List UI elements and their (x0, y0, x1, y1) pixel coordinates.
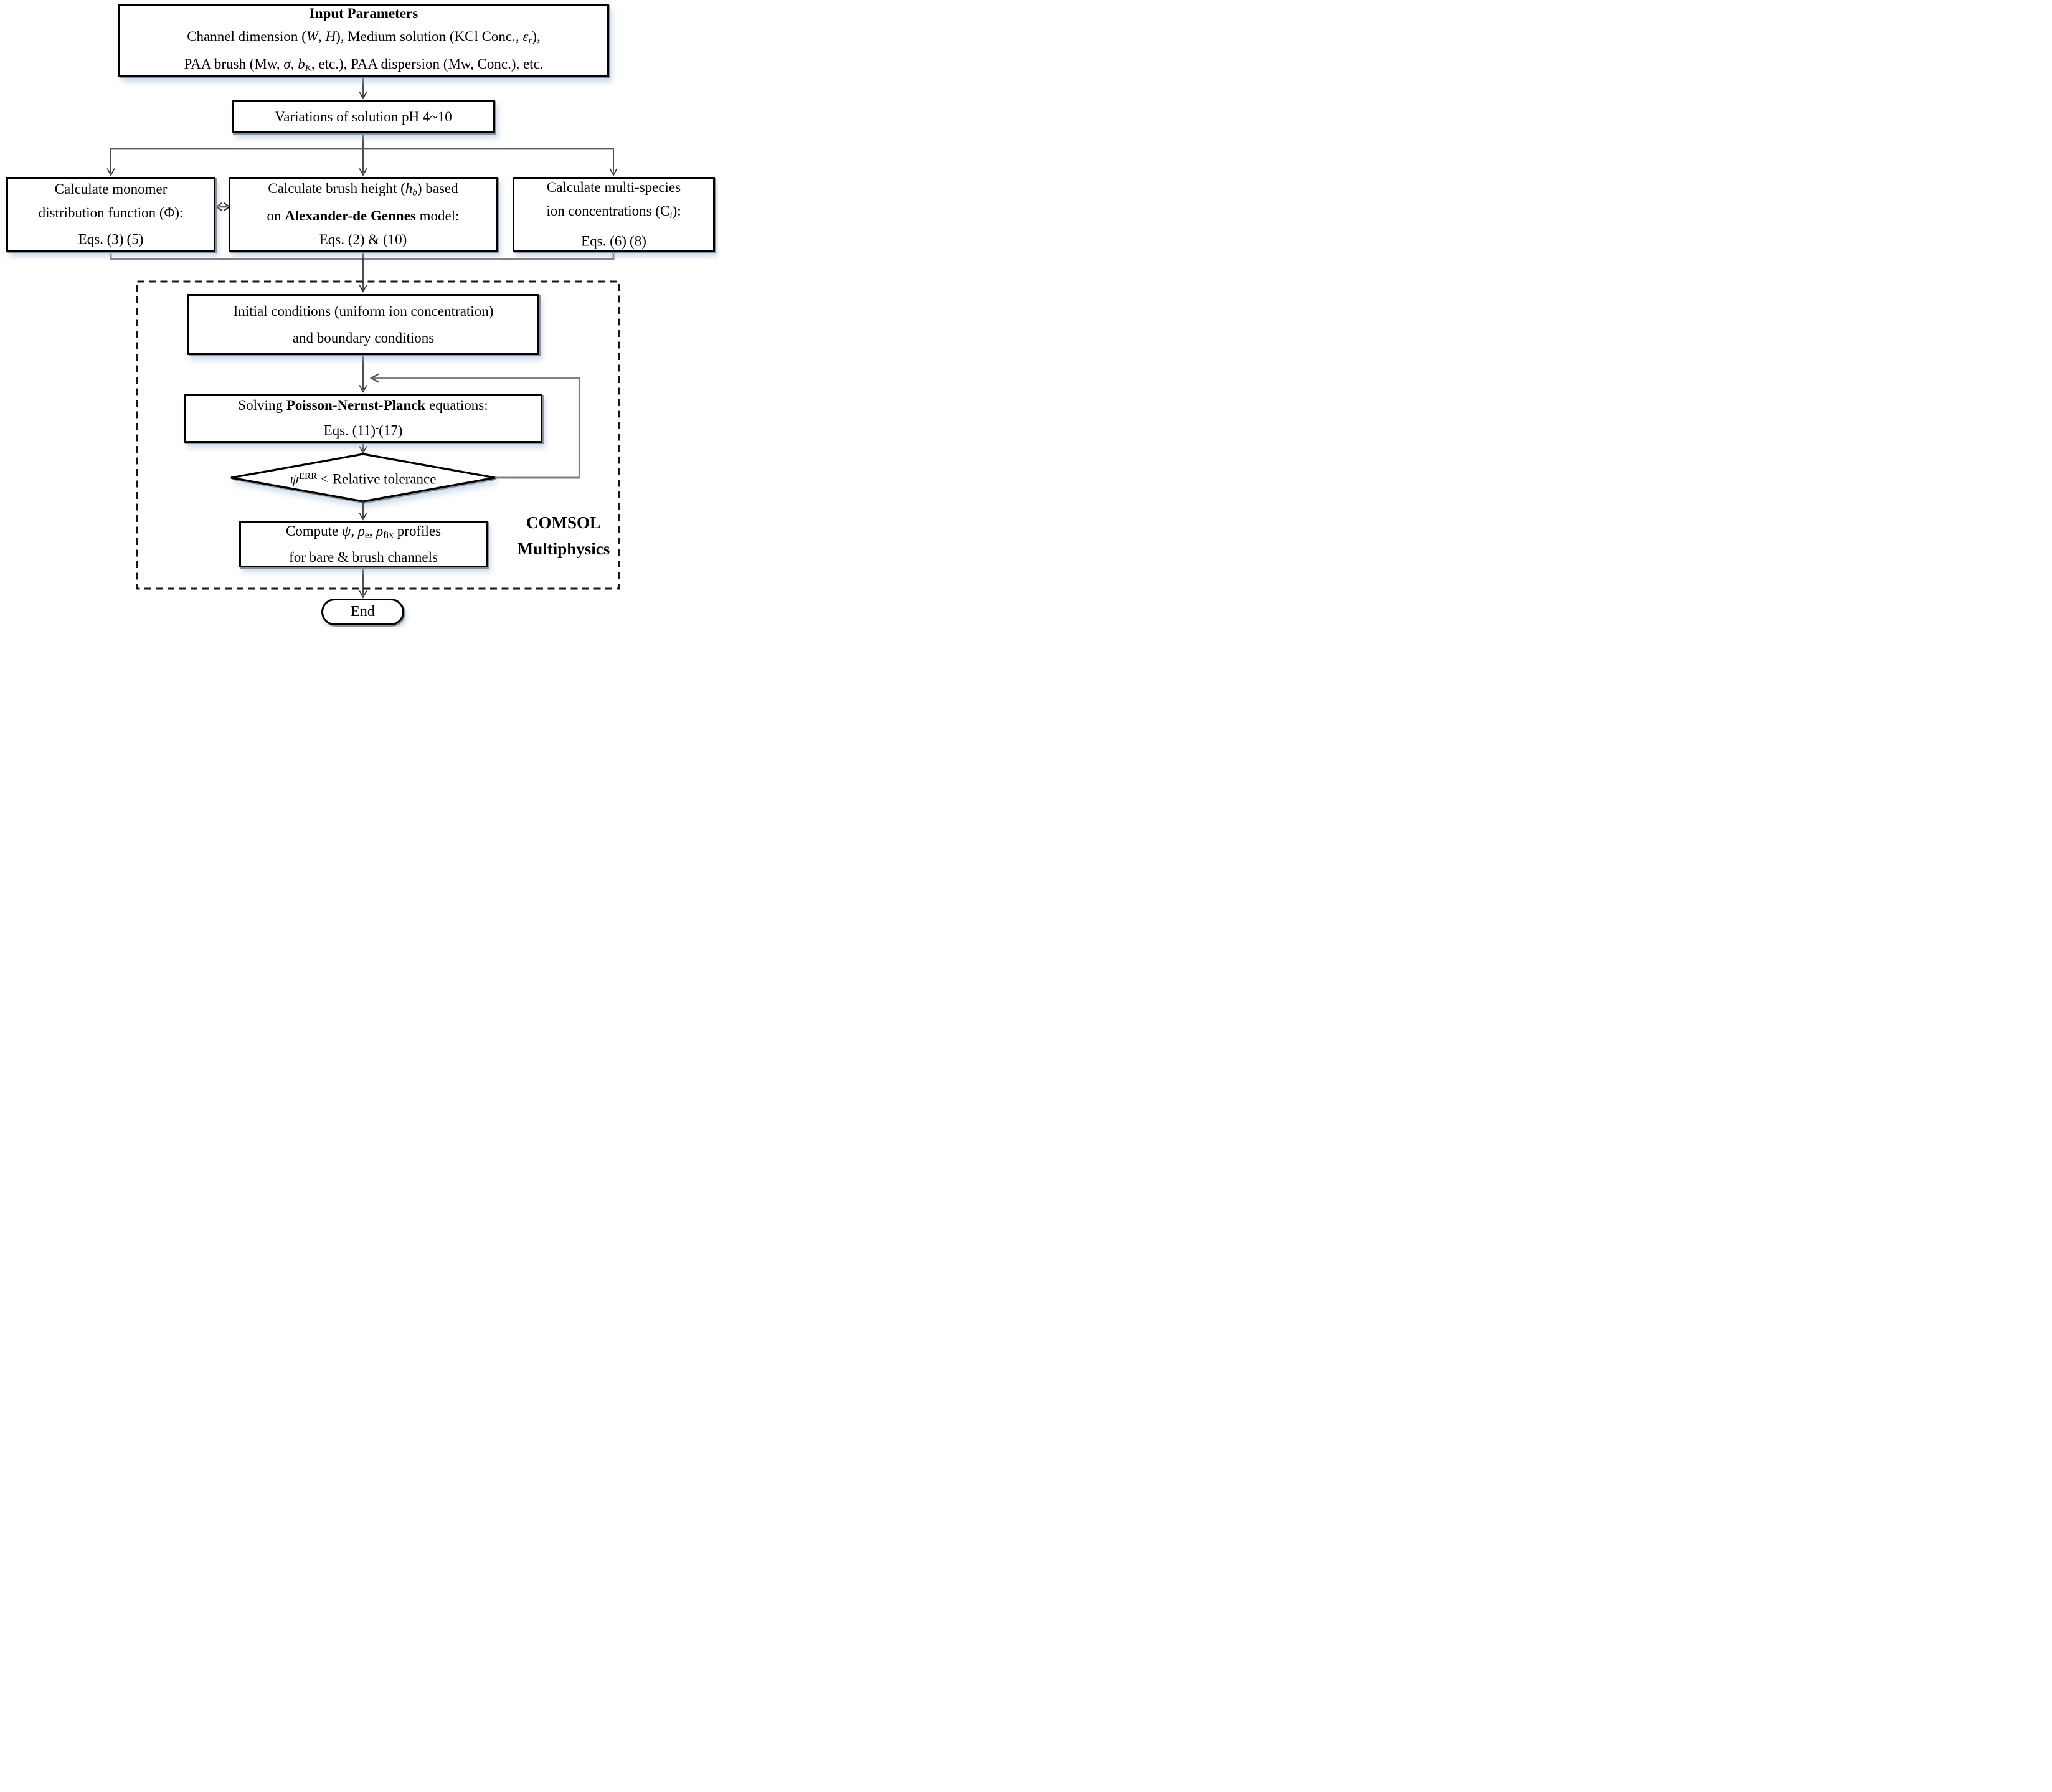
node-text-line: Eqs. (11)-(17) (323, 422, 403, 439)
double-arrowhead-left (215, 202, 223, 212)
label-text-line: Multiphysics (517, 539, 610, 558)
node-text-line: Calculate brush height (hb) based (268, 180, 458, 198)
arrowhead-into-ions (609, 168, 618, 176)
node-text-line: and boundary conditions (292, 330, 435, 346)
end-node: End (321, 599, 404, 625)
label-text-line: COMSOL (526, 513, 601, 532)
compute-profiles-node: Compute ψ, ρe, ρfix profiles for bare & … (239, 521, 488, 567)
input-parameters-node: Input Parameters Channel dimension (W, H… (118, 4, 609, 77)
monomer-distribution-node: Calculate monomer distribution function … (6, 177, 215, 252)
node-title: Input Parameters (309, 6, 418, 22)
node-text-line: Calculate multi-species (546, 179, 681, 195)
node-text-line: for bare & brush channels (289, 549, 438, 565)
node-text-line: Initial conditions (uniform ion concentr… (233, 303, 494, 319)
node-text-line: Variations of solution pH 4~10 (275, 108, 452, 125)
node-text-line: Compute ψ, ρe, ρfix profiles (285, 523, 442, 541)
comsol-multiphysics-label: COMSOL Multiphysics (511, 510, 617, 562)
node-text-line: Solving Poisson-Nernst-Planck equations: (238, 397, 488, 414)
initial-conditions-node: Initial conditions (uniform ion concentr… (187, 294, 539, 355)
node-text-line: ψERR < Relative tolerance (290, 471, 437, 487)
arrowhead-into-end (359, 590, 367, 599)
arrowhead-into-decision (359, 446, 367, 454)
node-text-line: Eqs. (2) & (10) (319, 232, 407, 248)
ion-concentrations-node: Calculate multi-species ion concentratio… (513, 177, 715, 252)
node-text-line: Calculate monomer (54, 181, 168, 197)
node-text-line: Eqs. (6)-(8) (581, 232, 646, 249)
arrowhead-into-initial (359, 285, 367, 293)
arrowhead-into-ph (359, 92, 367, 100)
flowchart-canvas: Input Parameters Channel dimension (W, H… (0, 0, 718, 627)
node-text-line: ion concentrations (Ci): (546, 202, 681, 220)
node-text-line: PAA brush (Mw, σ, bK, etc.), PAA dispers… (184, 55, 544, 73)
node-text-line: Channel dimension (W, H), Medium solutio… (187, 29, 541, 46)
pnp-solver-node: Solving Poisson-Nernst-Planck equations:… (184, 394, 542, 443)
ph-variation-node: Variations of solution pH 4~10 (232, 100, 495, 133)
node-text-line: Eqs. (3)-(5) (78, 230, 144, 247)
arrowhead-into-compute (359, 513, 367, 521)
node-text-line: distribution function (Φ): (38, 204, 184, 220)
brush-height-node: Calculate brush height (hb) based on Ale… (229, 177, 498, 252)
tolerance-decision-label: ψERR < Relative tolerance (243, 466, 483, 490)
node-text-line: on Alexander-de Gennes model: (267, 208, 460, 224)
node-text-line: End (351, 604, 375, 620)
feedback-arrowhead (369, 373, 379, 383)
arrowhead-into-brush (359, 168, 367, 176)
arrowhead-into-monomer (106, 168, 115, 176)
arrowhead-into-solver (359, 385, 367, 393)
